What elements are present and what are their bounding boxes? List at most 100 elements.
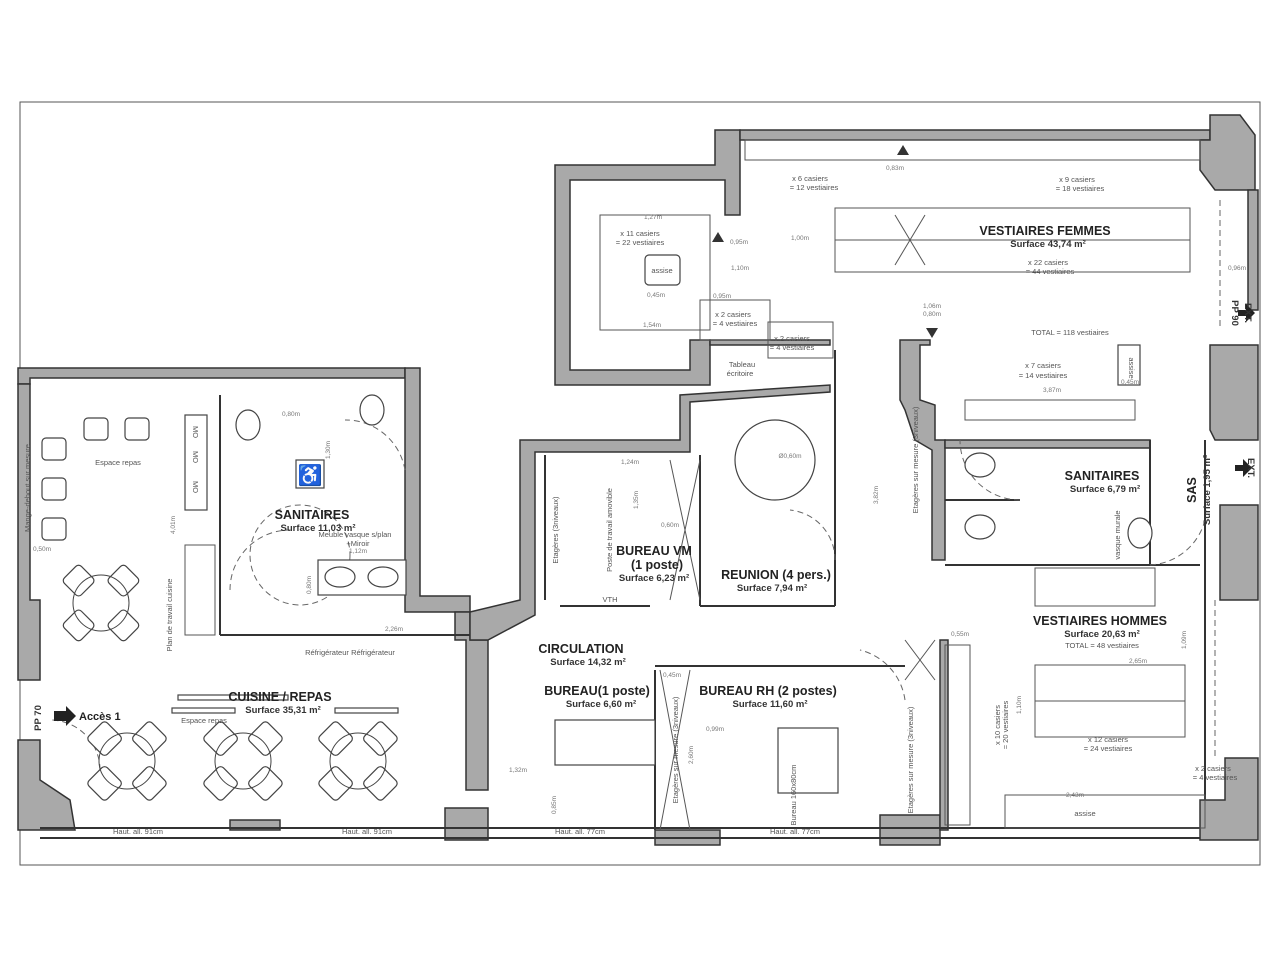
lockers <box>599 139 1206 829</box>
dimension-label: 1,24m <box>621 459 639 466</box>
wheelchair-icon: ♿ <box>298 463 323 487</box>
accessible-icon <box>295 459 325 489</box>
dimension-label: 2,26m <box>385 626 403 633</box>
chair <box>203 721 238 756</box>
note: Espace repas <box>181 716 227 725</box>
dimension-label: 0,96m <box>1228 265 1246 272</box>
dimension-label: 4,01m <box>170 516 177 534</box>
note: x 12 casiers <box>1088 735 1128 744</box>
room-name: SANITAIRES <box>1065 469 1140 483</box>
exit-arrow-icon <box>1235 459 1252 477</box>
note: = 24 vestiaires <box>1084 744 1133 753</box>
note: assise <box>651 266 672 275</box>
note: Bureau 160x80cm <box>789 765 798 826</box>
note: Tableau <box>729 360 755 369</box>
note: Haut. all. 91cm <box>113 827 163 836</box>
chair <box>107 564 140 597</box>
chair <box>363 766 398 801</box>
access-label: Accès 1 <box>79 711 121 723</box>
note: x 7 casiers <box>1025 361 1061 370</box>
room-name: CIRCULATION <box>538 642 623 656</box>
room-surface: Surface 7,94 m² <box>737 583 807 594</box>
note: Mange-debout sur mesure <box>23 444 32 532</box>
room-surface: Surface 11,60 m² <box>733 699 808 710</box>
dimension-label: 0,85m <box>551 796 558 814</box>
desk <box>777 727 839 794</box>
table-with-chairs <box>62 564 140 642</box>
exit-label: EXT. <box>1245 458 1256 478</box>
stool <box>41 477 67 501</box>
note: TOTAL = 118 vestiaires <box>1031 328 1109 337</box>
chair <box>318 766 353 801</box>
room-name: REUNION (4 pers.) <box>721 568 831 582</box>
assise-bench <box>644 254 681 286</box>
dimension-label: 1,35m <box>633 491 640 509</box>
room-surface: Surface 6,79 m² <box>1070 484 1140 495</box>
note: Espace repas <box>95 458 141 467</box>
room-name: BUREAU(1 poste) <box>544 684 650 698</box>
dimension-label: 1,12m <box>349 548 367 555</box>
chair <box>87 721 122 756</box>
room-surface: Surface 14,32 m² <box>550 657 626 668</box>
exit-label: EXT. <box>1242 303 1253 323</box>
stool <box>83 417 109 441</box>
room-labels: VESTIAIRES FEMMES Surface 43,74 m² SANIT… <box>228 224 1213 716</box>
chair <box>248 766 283 801</box>
room-surface: Surface 6,23 m² <box>619 573 689 584</box>
note: assise <box>1127 357 1136 378</box>
dimension-label: 3,87m <box>1043 387 1061 394</box>
dimension-label: 1,54m <box>643 322 661 329</box>
dimension-label: 0,45m <box>1121 379 1139 386</box>
dimension-label: 0,99m <box>706 726 724 733</box>
room-total: TOTAL = 48 vestiaires <box>1065 641 1139 650</box>
room-name: BUREAU RH (2 postes) <box>699 684 837 698</box>
room-name: VESTIAIRES HOMMES <box>1033 614 1167 628</box>
dimension-label: 0,95m <box>713 293 731 300</box>
marker-triangle-icon <box>926 328 938 338</box>
dimension-label: 0,45m <box>663 672 681 679</box>
note: MO <box>191 451 200 463</box>
dimension-label: 0,45m <box>647 292 665 299</box>
entry-arrow-icon <box>54 706 76 726</box>
fixtures: ♿ <box>171 254 1153 831</box>
room-surface: Surface 11,03 m² <box>281 523 356 534</box>
dimension-label: 1,09m <box>1181 631 1188 649</box>
dimension-label: 0,80m <box>306 576 313 594</box>
dimension-label: 0,83m <box>886 165 904 172</box>
note: x 6 casiers <box>792 174 828 183</box>
dimension-label: 0,95m <box>730 239 748 246</box>
note: VTH <box>603 595 618 604</box>
note: Etagères sur mesure (3niveaux) <box>906 706 915 813</box>
toilet-icon <box>359 394 385 426</box>
note: Réfrigérateur <box>305 648 349 657</box>
note: Etagères sur mesure (3niveaux) <box>671 696 680 803</box>
chair <box>203 766 238 801</box>
table-with-chairs <box>87 721 167 801</box>
sink-counter <box>184 544 216 636</box>
chair <box>248 721 283 756</box>
chair <box>62 609 95 642</box>
dimensions: 1,27m 0,95m 1,10m 1,00m 0,45m 1,54m 0,95… <box>33 165 1246 814</box>
note: x 2 casiers <box>715 310 751 319</box>
dimension-label: 1,30m <box>325 441 332 459</box>
dimension-label: 0,55m <box>951 631 969 638</box>
assise-bench <box>1117 344 1141 386</box>
dimension-label: 0,50m <box>33 546 51 553</box>
note: Poste de travail amovible <box>605 488 614 572</box>
sink-icon <box>367 566 399 588</box>
room-name: CUISINE / REPAS <box>228 690 331 704</box>
marker-triangle-icon <box>712 232 724 242</box>
note: Réfrigérateur <box>351 648 395 657</box>
room-name: BUREAU VM <box>616 544 692 558</box>
toilet-icon <box>964 514 996 540</box>
note: Etagères sur mesure (3niveaux) <box>911 406 920 513</box>
round-table <box>214 732 272 790</box>
stool <box>41 517 67 541</box>
room-name: SAS <box>1185 477 1199 503</box>
room-surface: Surface 1,95 m² <box>1202 455 1213 525</box>
note: x 22 casiers <box>1028 258 1068 267</box>
room-subtitle: (1 poste) <box>631 558 683 572</box>
note: x 10 casiers <box>993 705 1002 745</box>
room-surface: Surface 35,31 m² <box>245 705 321 716</box>
